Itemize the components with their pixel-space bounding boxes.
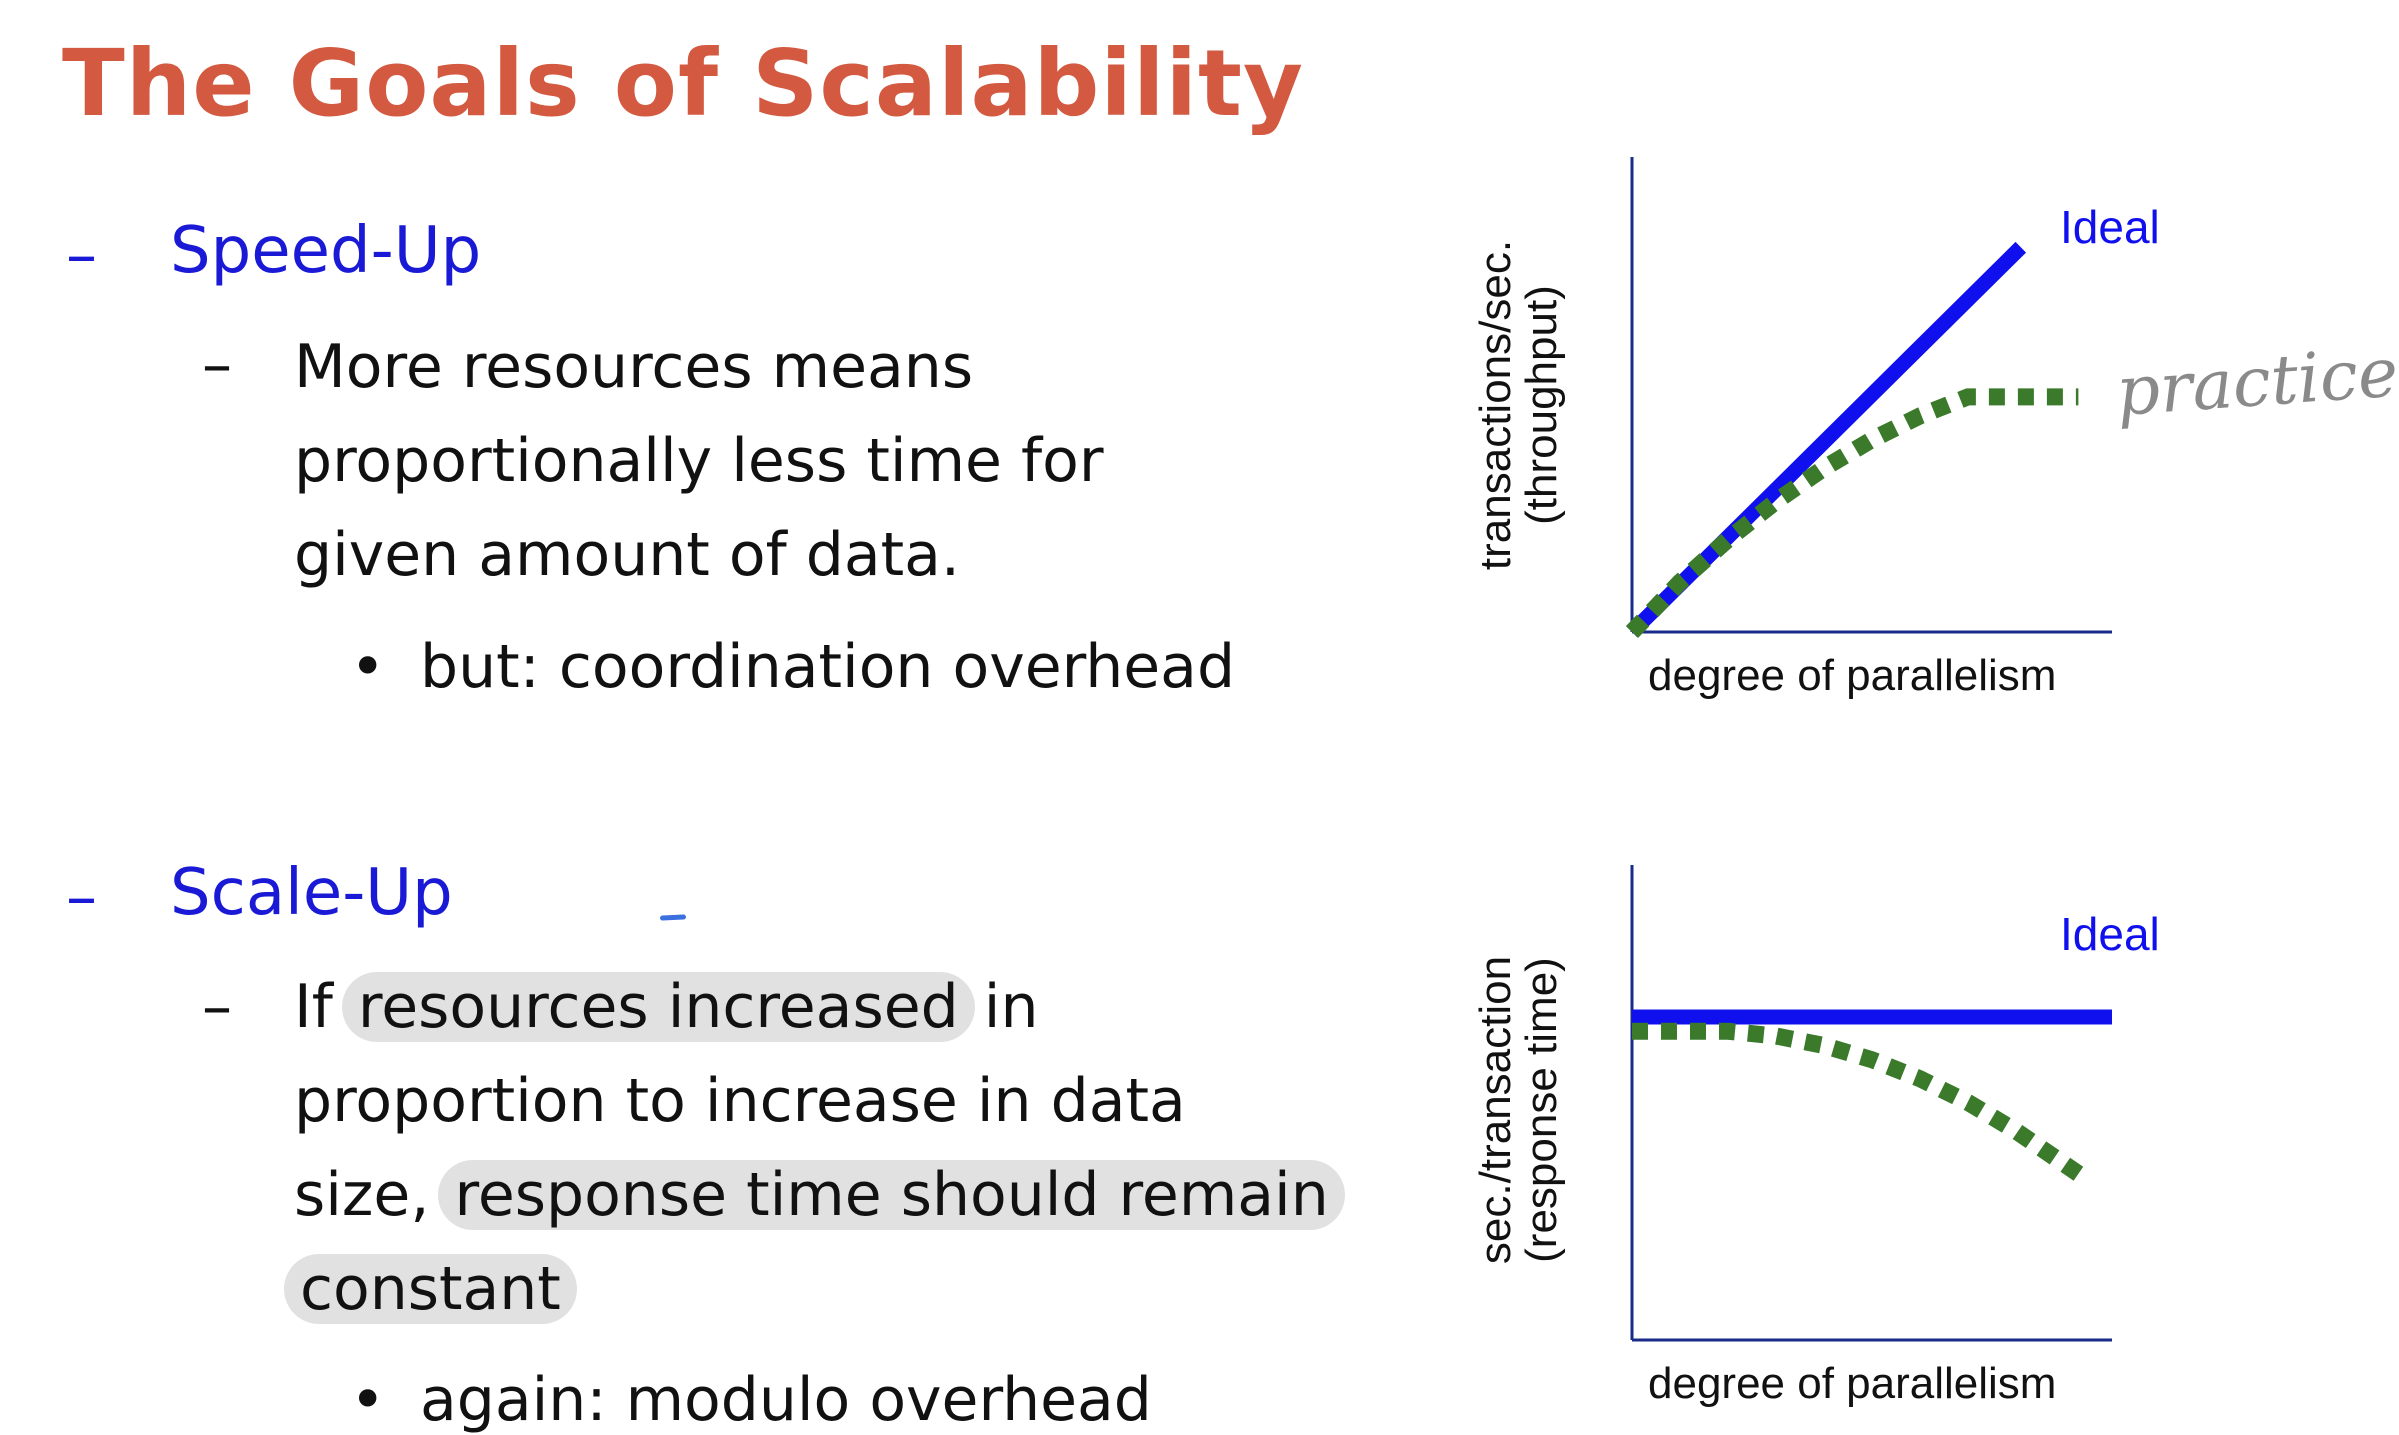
series-practice-line — [1632, 1022, 2084, 1181]
legend-label-ideal: Ideal — [2060, 201, 2160, 253]
speed-up-dash: – — [66, 218, 97, 291]
speed-up-heading: Speed-Up — [170, 214, 482, 288]
speed-up-bullet-text: but: coordination overhead — [420, 632, 1236, 702]
speed-up-line-1: More resources means — [294, 332, 974, 402]
y-axis-sublabel: (response time) — [1517, 957, 1566, 1263]
slide-title: The Goals of Scalability — [62, 30, 1304, 137]
handwritten-practice-label: practice — [2114, 333, 2399, 431]
y-axis-label: sec./transaction — [1471, 956, 1520, 1264]
throughput-chart: degree of parallelism transactions/sec.(t… — [1471, 157, 2399, 700]
y-axis-sublabel: (throughput) — [1517, 285, 1566, 525]
legend-label-ideal: Ideal — [2060, 908, 2160, 960]
speed-up-description: More resources means proportionally less… — [294, 320, 1334, 602]
scale-up-text-b: in proportion to increase in data size, — [294, 972, 1186, 1230]
x-axis-label: degree of parallelism — [1648, 651, 2056, 700]
scale-up-heading: Scale-Up — [170, 856, 453, 930]
scale-up-dash: – — [66, 860, 97, 933]
y-axis-label: transactions/sec. — [1471, 240, 1520, 570]
x-axis-label: degree of parallelism — [1648, 1359, 2056, 1408]
speed-up-sub-dash: – — [202, 330, 232, 400]
speed-up-line-3: given amount of data. — [294, 520, 960, 590]
scale-up-bullet: • — [350, 1365, 386, 1435]
series-practice-line — [1625, 388, 2079, 638]
scale-up-bullet-text: again: modulo overhead — [420, 1365, 1152, 1435]
response-time-chart: degree of parallelism sec./transaction(re… — [1471, 865, 2160, 1408]
scale-up-text-a: If — [294, 972, 352, 1042]
speed-up-bullet: • — [350, 632, 386, 702]
scale-up-description: If resources increased in proportion to … — [284, 960, 1345, 1336]
highlight-resources-increased: resources increased — [341, 972, 975, 1042]
speed-up-line-2: proportionally less time for — [294, 426, 1104, 496]
scale-up-sub-dash: – — [202, 972, 232, 1042]
series-ideal-line — [1626, 241, 2027, 638]
